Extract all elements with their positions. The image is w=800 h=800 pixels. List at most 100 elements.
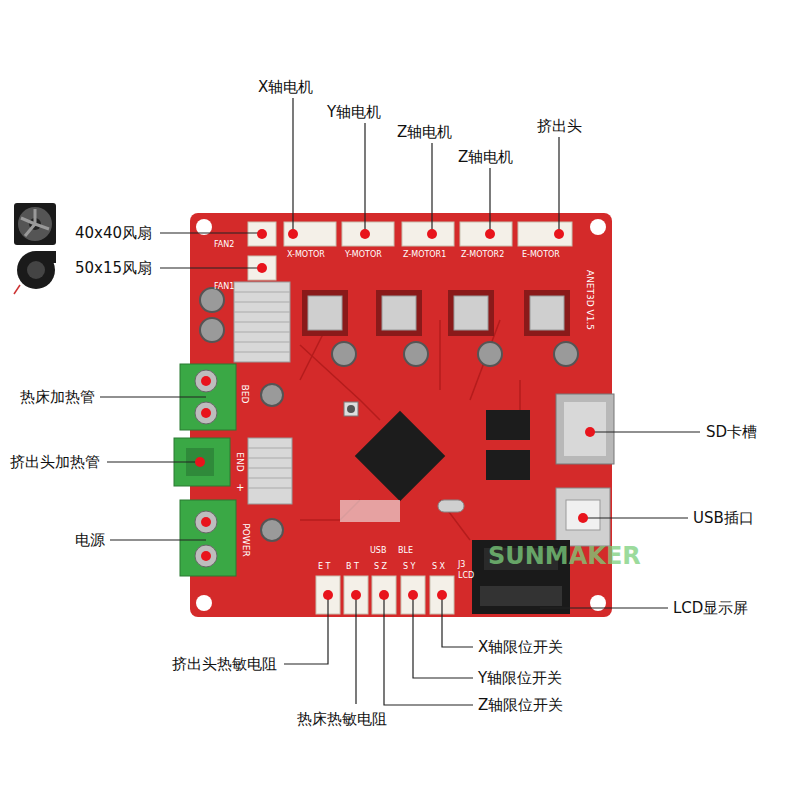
- capacitor: [261, 519, 283, 541]
- blower-icon: [27, 261, 45, 279]
- marker-dot: [360, 229, 370, 239]
- sd-slot: [564, 402, 606, 456]
- silkscreen-text: BLE: [398, 546, 413, 556]
- leader-line: [384, 595, 473, 705]
- marker-dot: [351, 590, 361, 600]
- leader-line: [489, 168, 490, 234]
- silkscreen-text: LCD: [458, 571, 474, 581]
- microcontroller: [355, 411, 446, 502]
- heatsink: [234, 282, 292, 504]
- silkscreen-text: Y-MOTOR: [345, 250, 382, 260]
- silkscreen-text: USB: [370, 546, 386, 556]
- usb-port: [566, 500, 600, 530]
- sd-slot: [556, 394, 614, 464]
- usb-port: [556, 488, 610, 546]
- silkscreen-text: S X: [432, 562, 445, 572]
- microcontroller: [347, 405, 355, 413]
- pcb: [196, 595, 212, 611]
- stepper-driver: [376, 290, 422, 336]
- fan-icon: [21, 209, 49, 236]
- marker-dot: [585, 427, 595, 437]
- callout-label: 电源: [75, 531, 105, 549]
- callout-label: 50x15风扇: [75, 259, 152, 277]
- microcontroller: [344, 402, 358, 416]
- silkscreen-text: S Y: [403, 562, 416, 572]
- marker-dot: [257, 229, 267, 239]
- jst-connector: [284, 222, 336, 246]
- leader-line: [110, 539, 206, 540]
- silkscreen-text: POWER: [241, 523, 252, 556]
- leader-line: [100, 98, 700, 705]
- callout-label: 挤出头: [537, 117, 582, 135]
- pcb: [590, 219, 606, 235]
- microcontroller: [438, 500, 464, 512]
- callout-label: X轴电机: [258, 78, 313, 96]
- marker-dot: [485, 229, 495, 239]
- jst-connector: [248, 222, 572, 280]
- capacitor: [404, 342, 428, 366]
- callout-label: LCD显示屏: [673, 599, 748, 617]
- leader-line: [590, 431, 700, 432]
- endstop-connector: [316, 576, 454, 614]
- silkscreen-text: Z-MOTOR1: [403, 250, 446, 260]
- callout-label: 热床热敏电阻: [297, 710, 387, 728]
- leader-line: [160, 267, 262, 268]
- marker-dot: [201, 408, 211, 418]
- silkscreen-text: E T: [318, 562, 330, 572]
- marker-dot: [437, 590, 447, 600]
- callout-label: 40x40风扇: [75, 224, 152, 242]
- jst-connector: [342, 222, 394, 246]
- leader-line: [540, 607, 668, 608]
- marker-dot: [195, 457, 205, 467]
- marker-dot: [201, 376, 211, 386]
- marker-dot: [408, 590, 418, 600]
- blower-icon: [14, 285, 20, 294]
- leader-line: [558, 137, 559, 234]
- capacitor: [478, 342, 502, 366]
- microcontroller: [340, 500, 400, 522]
- pcb: [439, 320, 441, 390]
- usb-port: [556, 488, 610, 546]
- marker-dot: [323, 590, 333, 600]
- screw-terminal: [195, 511, 217, 533]
- leader-line: [160, 232, 262, 233]
- marker-dot: [201, 551, 211, 561]
- callout-label: 挤出头加热管: [10, 453, 100, 471]
- silkscreen-text: +: [236, 482, 244, 494]
- sd-slot: [556, 394, 614, 464]
- fan-icon: [14, 203, 56, 245]
- callout-label: Z轴电机: [397, 123, 452, 141]
- silkscreen-text: X-MOTOR: [287, 250, 325, 260]
- stepper-driver: [308, 296, 342, 330]
- capacitor: [200, 288, 224, 312]
- marker-dot: [578, 513, 588, 523]
- marker-dot: [257, 263, 267, 273]
- jst-connector: [460, 222, 512, 246]
- leader-line: [355, 595, 356, 704]
- silkscreen-text: S Z: [374, 562, 387, 572]
- stepper-driver: [454, 296, 488, 330]
- microcontroller: [486, 450, 530, 480]
- capacitor: [332, 342, 356, 366]
- blower-icon: [36, 251, 56, 263]
- callout-label: 挤出头热敏电阻: [172, 655, 277, 673]
- callout-label: 热床加热管: [20, 388, 95, 406]
- stepper-driver: [524, 290, 570, 336]
- silkscreen-text: B T: [346, 562, 359, 572]
- callout-label: SD卡槽: [706, 423, 757, 441]
- marker-dot: [288, 229, 298, 239]
- leader-line: [284, 595, 328, 664]
- leader-line: [413, 595, 473, 678]
- lcd-header: [480, 586, 562, 606]
- silkscreen-text: FAN2: [214, 240, 234, 250]
- marker-dot: [427, 229, 437, 239]
- silkscreen-text: J3: [458, 560, 465, 570]
- stepper-driver: [302, 290, 348, 336]
- leader-line: [364, 123, 365, 234]
- silkscreen-text: FAN1: [214, 282, 234, 292]
- leader-line: [292, 98, 293, 234]
- heatsink: [248, 438, 292, 504]
- leader-line: [100, 396, 206, 397]
